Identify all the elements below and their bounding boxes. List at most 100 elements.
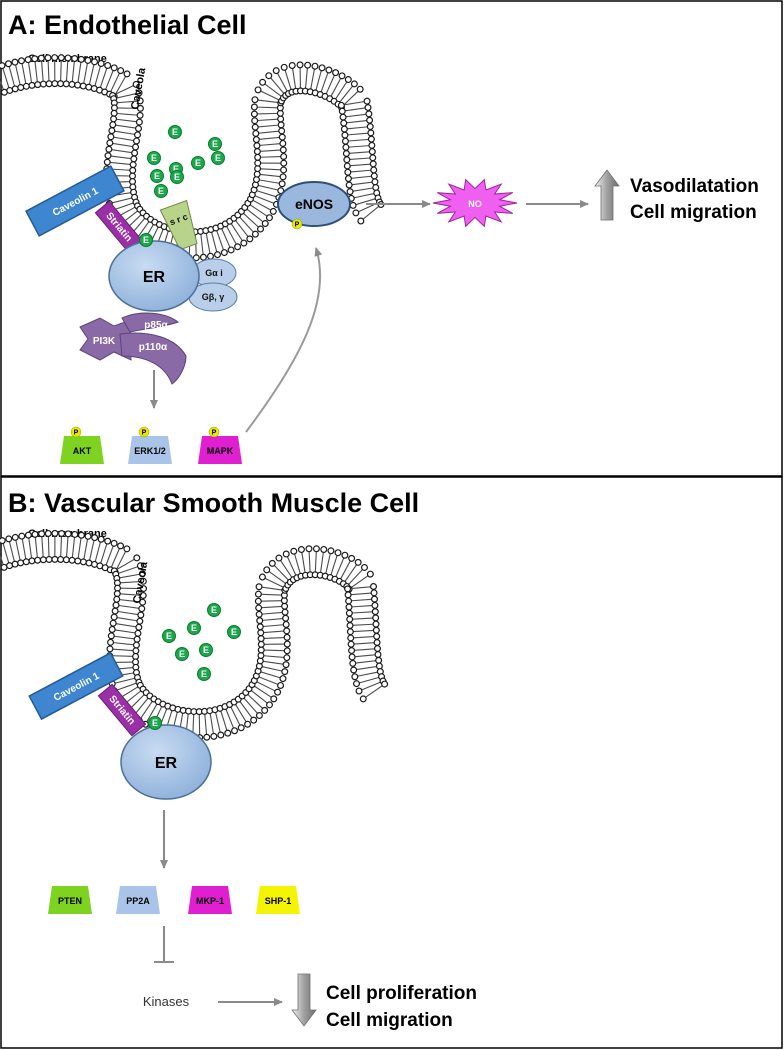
panel-b-membrane-lipid-tail — [261, 605, 282, 609]
panel-b-membrane-lipid-tail — [260, 671, 281, 679]
panel-b-membrane-lipid-head — [345, 609, 353, 617]
panel-a-estrogen-label: E — [174, 172, 180, 182]
panel-a-estrogen-label: E — [154, 171, 160, 181]
panel-a-estrogen — [147, 151, 161, 165]
panel-b-membrane-lipid-head — [283, 627, 291, 635]
panel-a-membrane-lipid-tail — [355, 198, 376, 206]
panel-a-membrane-lipid-tail — [335, 81, 348, 100]
panel-b-membrane-lipid-head — [203, 733, 211, 741]
panel-b-membrane-lipid-head — [106, 645, 114, 653]
panel-b-membrane-lipid-head — [257, 629, 265, 637]
panel-b-membrane-lipid-head — [134, 629, 142, 637]
panel-a-membrane-lipid-tail — [116, 93, 137, 99]
panel-a-estrogen-label: E — [158, 186, 164, 196]
panel-b-caveola-label: Caveola — [131, 560, 150, 605]
panel-a-membrane-lipid-tail — [258, 184, 278, 191]
panel-a-membrane-lipid-tail — [200, 234, 204, 255]
panel-b-membrane-lipid-head — [58, 530, 66, 538]
panel-a-membrane-lipid-head — [253, 142, 261, 150]
panel-a-membrane-lipid-tail — [117, 100, 138, 104]
panel-b-estrogen — [187, 621, 201, 635]
panel-b-membrane-lipid-tail — [308, 551, 311, 572]
panel-b-membrane-lipid-head — [354, 558, 362, 566]
panel-a-membrane-lipid-tail — [320, 72, 329, 92]
panel-a-membrane-lipid-head — [278, 180, 286, 188]
panel-b-membrane-lipid-head — [270, 695, 278, 703]
panel-a-membrane-lipid-tail — [112, 197, 132, 204]
panel-b-membrane-lipid-tail — [47, 536, 50, 557]
panel-b-membrane-lipid-head — [255, 610, 263, 618]
panel-b-membrane-lipid-head — [132, 647, 140, 655]
panel-a-membrane-lipid-tail — [2, 68, 10, 88]
panel-b-kinases-label: Kinases — [143, 994, 190, 1009]
panel-a-membrane-lipid-head — [254, 153, 262, 161]
panel-b-membrane-lipid-head — [107, 632, 115, 640]
panel-b-membrane-lipid-head — [282, 614, 290, 622]
panel-b-membrane-lipid-head — [374, 651, 382, 659]
panel-b-membrane-lipid-tail — [348, 569, 363, 585]
panel-b-membrane-lipid-head — [34, 556, 42, 564]
panel-b-membrane-lipid-tail — [192, 714, 195, 735]
panel-b-membrane-lipid-tail — [258, 676, 278, 685]
panel-b-membrane-lipid-head — [39, 556, 47, 564]
panel-a-membrane-lipid-tail — [41, 61, 44, 82]
panel-a-membrane-lipid-head — [97, 59, 105, 67]
panel-b-membrane-lipid-head — [254, 597, 262, 605]
panel-a-estrogen-label: E — [151, 153, 157, 163]
panel-b-membrane-lipid-head — [256, 623, 264, 631]
panel-a-outcome-line-2: Cell migration — [630, 202, 757, 223]
panel-b-outcome-line-1: Cell proliferation — [326, 983, 477, 1004]
panel-a-membrane-lipid-tail — [114, 202, 134, 211]
panel-a-membrane-lipid-head — [213, 251, 221, 259]
panel-a-membrane-lipid-head — [74, 81, 82, 89]
panel-a-membrane-lipid-tail — [256, 190, 277, 198]
panel-a-membrane-lipid-tail — [257, 99, 278, 104]
panel-b-membrane-lipid-tail — [60, 536, 62, 557]
panel-a-membrane-lipid-head — [62, 80, 70, 88]
panel-b-membrane-lipid-head — [366, 570, 374, 578]
panel-a-membrane-lipid-head — [11, 58, 19, 66]
panel-b-membrane-lipid-head — [283, 633, 291, 641]
panel-a-kinase-erk12-label: ERK1/2 — [134, 446, 166, 456]
panel-b-membrane-lipid-head — [136, 562, 144, 570]
panel-b-membrane-lipid-tail — [120, 593, 141, 596]
panel-b-membrane-lipid-head — [281, 668, 289, 676]
panel-b-membrane-lipid-head — [104, 537, 112, 545]
panel-b-membrane-lipid-head — [97, 535, 105, 543]
panel-b-membrane-lipid-tail — [351, 598, 372, 602]
panel-a-membrane-lipid-head — [134, 131, 142, 139]
panel-a-membrane-lipid-head — [254, 159, 262, 167]
panel-a-kinase-mapk-shape — [198, 436, 242, 464]
panel-b-membrane-lipid-head — [6, 562, 14, 570]
panel-a-membrane-lipid-head — [252, 129, 260, 137]
panel-b-membrane-lipid-tail — [117, 682, 137, 691]
panel-b-membrane-lipid-tail — [314, 551, 317, 572]
panel-b-membrane-lipid-head — [334, 549, 342, 557]
panel-a-membrane-lipid-head — [343, 156, 351, 164]
panel-a-membrane-lipid-tail — [344, 101, 365, 106]
panel-b-membrane-lipid-tail — [0, 553, 4, 565]
panel-b-membrane-lipid-head — [341, 551, 349, 559]
panel-b-membrane-lipid-head — [110, 613, 118, 621]
panel-b-membrane-lipid-tail — [94, 542, 101, 562]
panel-b-membrane-lipid-head — [281, 608, 289, 616]
panel-b-membrane-lipid-tail — [2, 543, 10, 563]
panel-b-membrane-lipid-head — [345, 597, 353, 605]
panel-b-membrane-lipid-head — [210, 732, 218, 740]
panel-a-enos-phospho — [291, 218, 303, 230]
panel-b-phosphatase-mkp1-shape — [188, 886, 232, 914]
panel-a-membrane-lipid-tail — [221, 228, 231, 248]
panel-b-membrane-lipid-head — [132, 641, 140, 649]
panel-a-membrane-lipid-tail — [260, 168, 281, 171]
panel-a-membrane-lipid-tail — [264, 83, 282, 97]
panel-b-membrane-lipid-head — [109, 619, 117, 627]
panel-b-membrane-lipid-head — [139, 592, 147, 600]
panel-b-membrane-lipid-head — [111, 607, 119, 615]
panel-b-membrane-lipid-tail — [115, 629, 136, 634]
panel-b-membrane-lipid-head — [351, 673, 359, 681]
panel-a-increase-arrow — [594, 169, 620, 221]
panel-a-kinase-erk12-phospho — [138, 426, 150, 438]
panel-a-membrane-lipid-tail — [351, 175, 372, 179]
panel-b-membrane-lipid-tail — [280, 560, 293, 578]
panel-b-membrane-lipid-head — [373, 645, 381, 653]
